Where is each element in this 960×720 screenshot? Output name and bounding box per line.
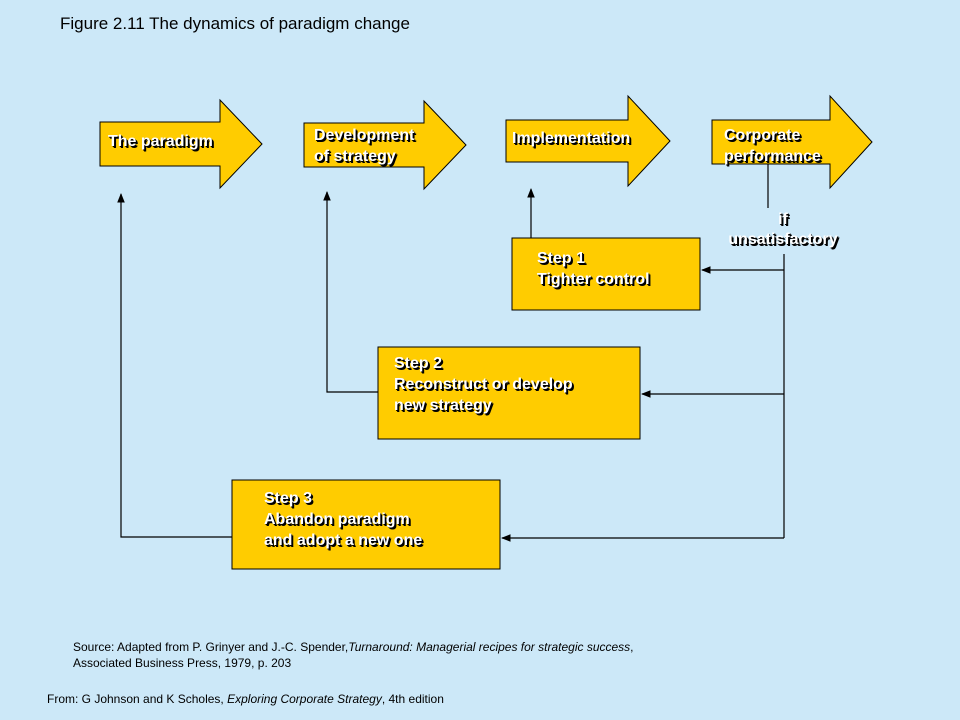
stage-arrow-paradigm <box>99 98 263 190</box>
step-1-label: Step 1 Tighter control <box>537 250 650 288</box>
stage-label-performance: Corporate performance <box>724 127 821 165</box>
step-1-box <box>511 237 701 311</box>
stage-label-implementation: Implementation <box>512 130 631 147</box>
condition-label: if unsatisfactory <box>728 211 838 248</box>
step2-to-development <box>323 191 378 393</box>
figure-title: Figure 2.11 The dynamics of paradigm cha… <box>60 14 410 33</box>
attribution-note: From: G Johnson and K Scholes, Exploring… <box>47 692 444 706</box>
stage-label-development: Development of strategy <box>314 127 415 165</box>
stage-arrow-implementation <box>505 94 671 188</box>
source-note: Source: Adapted from P. Grinyer and J.-C… <box>73 640 634 670</box>
step-2-box <box>377 346 641 440</box>
step-3-label: Step 3 Abandon paradigm and adopt a new … <box>264 490 423 549</box>
stage-label-paradigm: The paradigm <box>108 133 213 150</box>
stage-arrow-performance <box>711 94 873 190</box>
step-3-box <box>231 479 501 570</box>
stage-arrow-development <box>303 99 467 191</box>
step3-to-paradigm <box>117 193 232 538</box>
step-2-label: Step 2 Reconstruct or develop new strate… <box>394 355 573 414</box>
